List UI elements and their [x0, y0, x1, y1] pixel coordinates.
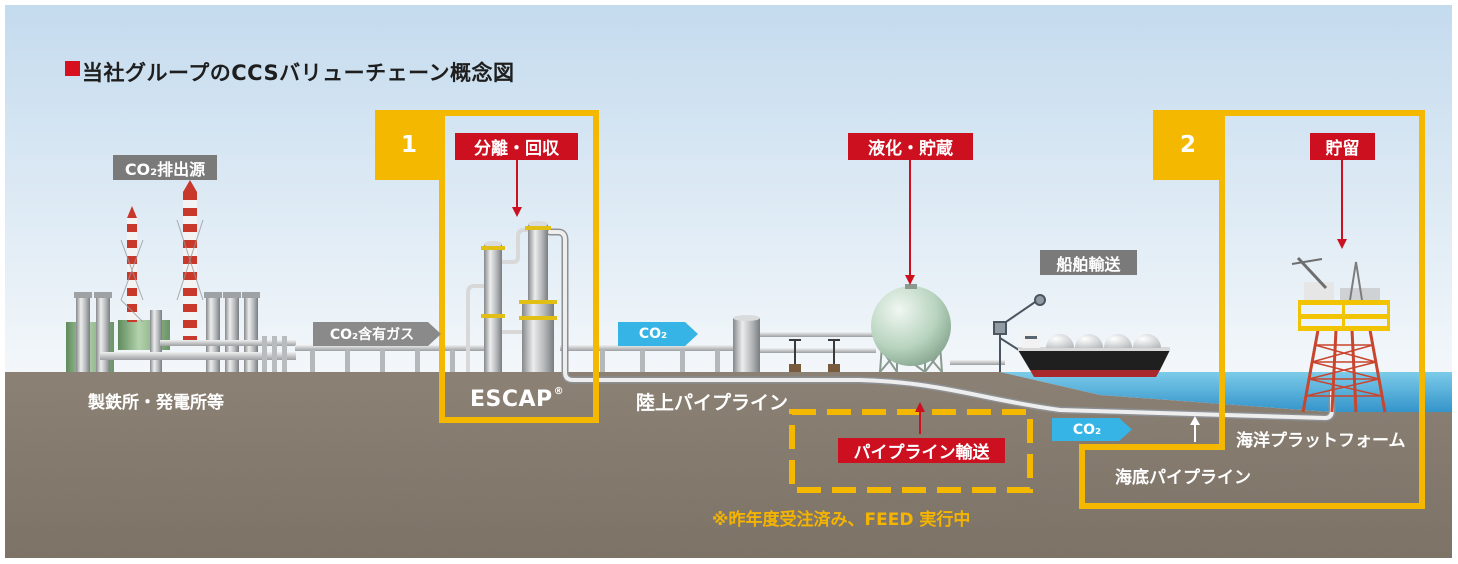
co2-flow-arrow-offshore: CO₂: [1052, 418, 1132, 441]
offshore-platform-icon: [1291, 256, 1390, 413]
capture-label: 分離・回収: [455, 133, 578, 160]
offshore-platform-label: 海洋プラットフォーム: [1236, 431, 1406, 451]
title-marker: [65, 61, 80, 76]
storage-tank-icon: [733, 315, 760, 372]
pipe-support: [310, 350, 315, 372]
pipe-support: [450, 350, 455, 372]
subsea-pipeline-label: 海底パイプライン: [1115, 468, 1251, 488]
emission-source-caption: 製鉄所・発電所等: [88, 393, 224, 413]
valve-station: [760, 332, 876, 372]
arrow-up-icon: [1190, 416, 1200, 442]
pipe-support: [380, 350, 385, 372]
pipe-support: [715, 350, 720, 372]
gas-flow-arrow: CO₂含有ガス: [313, 322, 441, 346]
pipe-support: [640, 350, 645, 372]
sea: [1000, 372, 1452, 412]
step1-number: 1: [400, 132, 417, 158]
pipe-support: [680, 350, 685, 372]
spherical-tank-icon: [871, 284, 1005, 374]
onshore-pipeline-label: 陸上パイプライン: [636, 392, 789, 414]
pipe-support: [345, 350, 350, 372]
pipeline-transport-note: ※昨年度受注済み、FEED 実行中: [712, 510, 971, 530]
arrow-down-icon: [1337, 160, 1347, 249]
emission-source-label: CO₂排出源: [113, 155, 217, 180]
step1-frame: [375, 110, 599, 423]
loading-arm-icon: [993, 294, 1046, 372]
pipe-support: [415, 350, 420, 372]
factory-icon: [66, 180, 296, 372]
step2-number: 2: [1179, 132, 1196, 158]
escap-name: ESCAP: [470, 387, 553, 412]
storage-label: 貯留: [1310, 133, 1375, 160]
pipeline-transport-label: パイプライン輸送: [838, 438, 1005, 463]
arrow-up-icon: [915, 402, 925, 434]
ship-transport-label: 船舶輸送: [1040, 250, 1137, 275]
registered-mark: ®: [553, 386, 565, 397]
step2-frame: [1079, 110, 1425, 509]
pipe-support: [600, 350, 605, 372]
gas-pipe-rack: [295, 345, 734, 372]
capture-columns-icon: [466, 221, 557, 372]
escap-label: ESCAP®: [470, 386, 564, 412]
co2-pipeline: [546, 228, 1336, 422]
pipeline-transport-frame: [789, 409, 1033, 493]
co2-carrier-ship-icon: [1018, 332, 1170, 377]
arrow-down-icon: [512, 160, 522, 217]
arrow-down-icon: [905, 160, 915, 285]
liquefaction-label: 液化・貯蔵: [848, 133, 973, 160]
co2-flow-arrow-onshore: CO₂: [618, 322, 698, 346]
page-title: 当社グループのCCSバリューチェーン概念図: [82, 61, 515, 85]
